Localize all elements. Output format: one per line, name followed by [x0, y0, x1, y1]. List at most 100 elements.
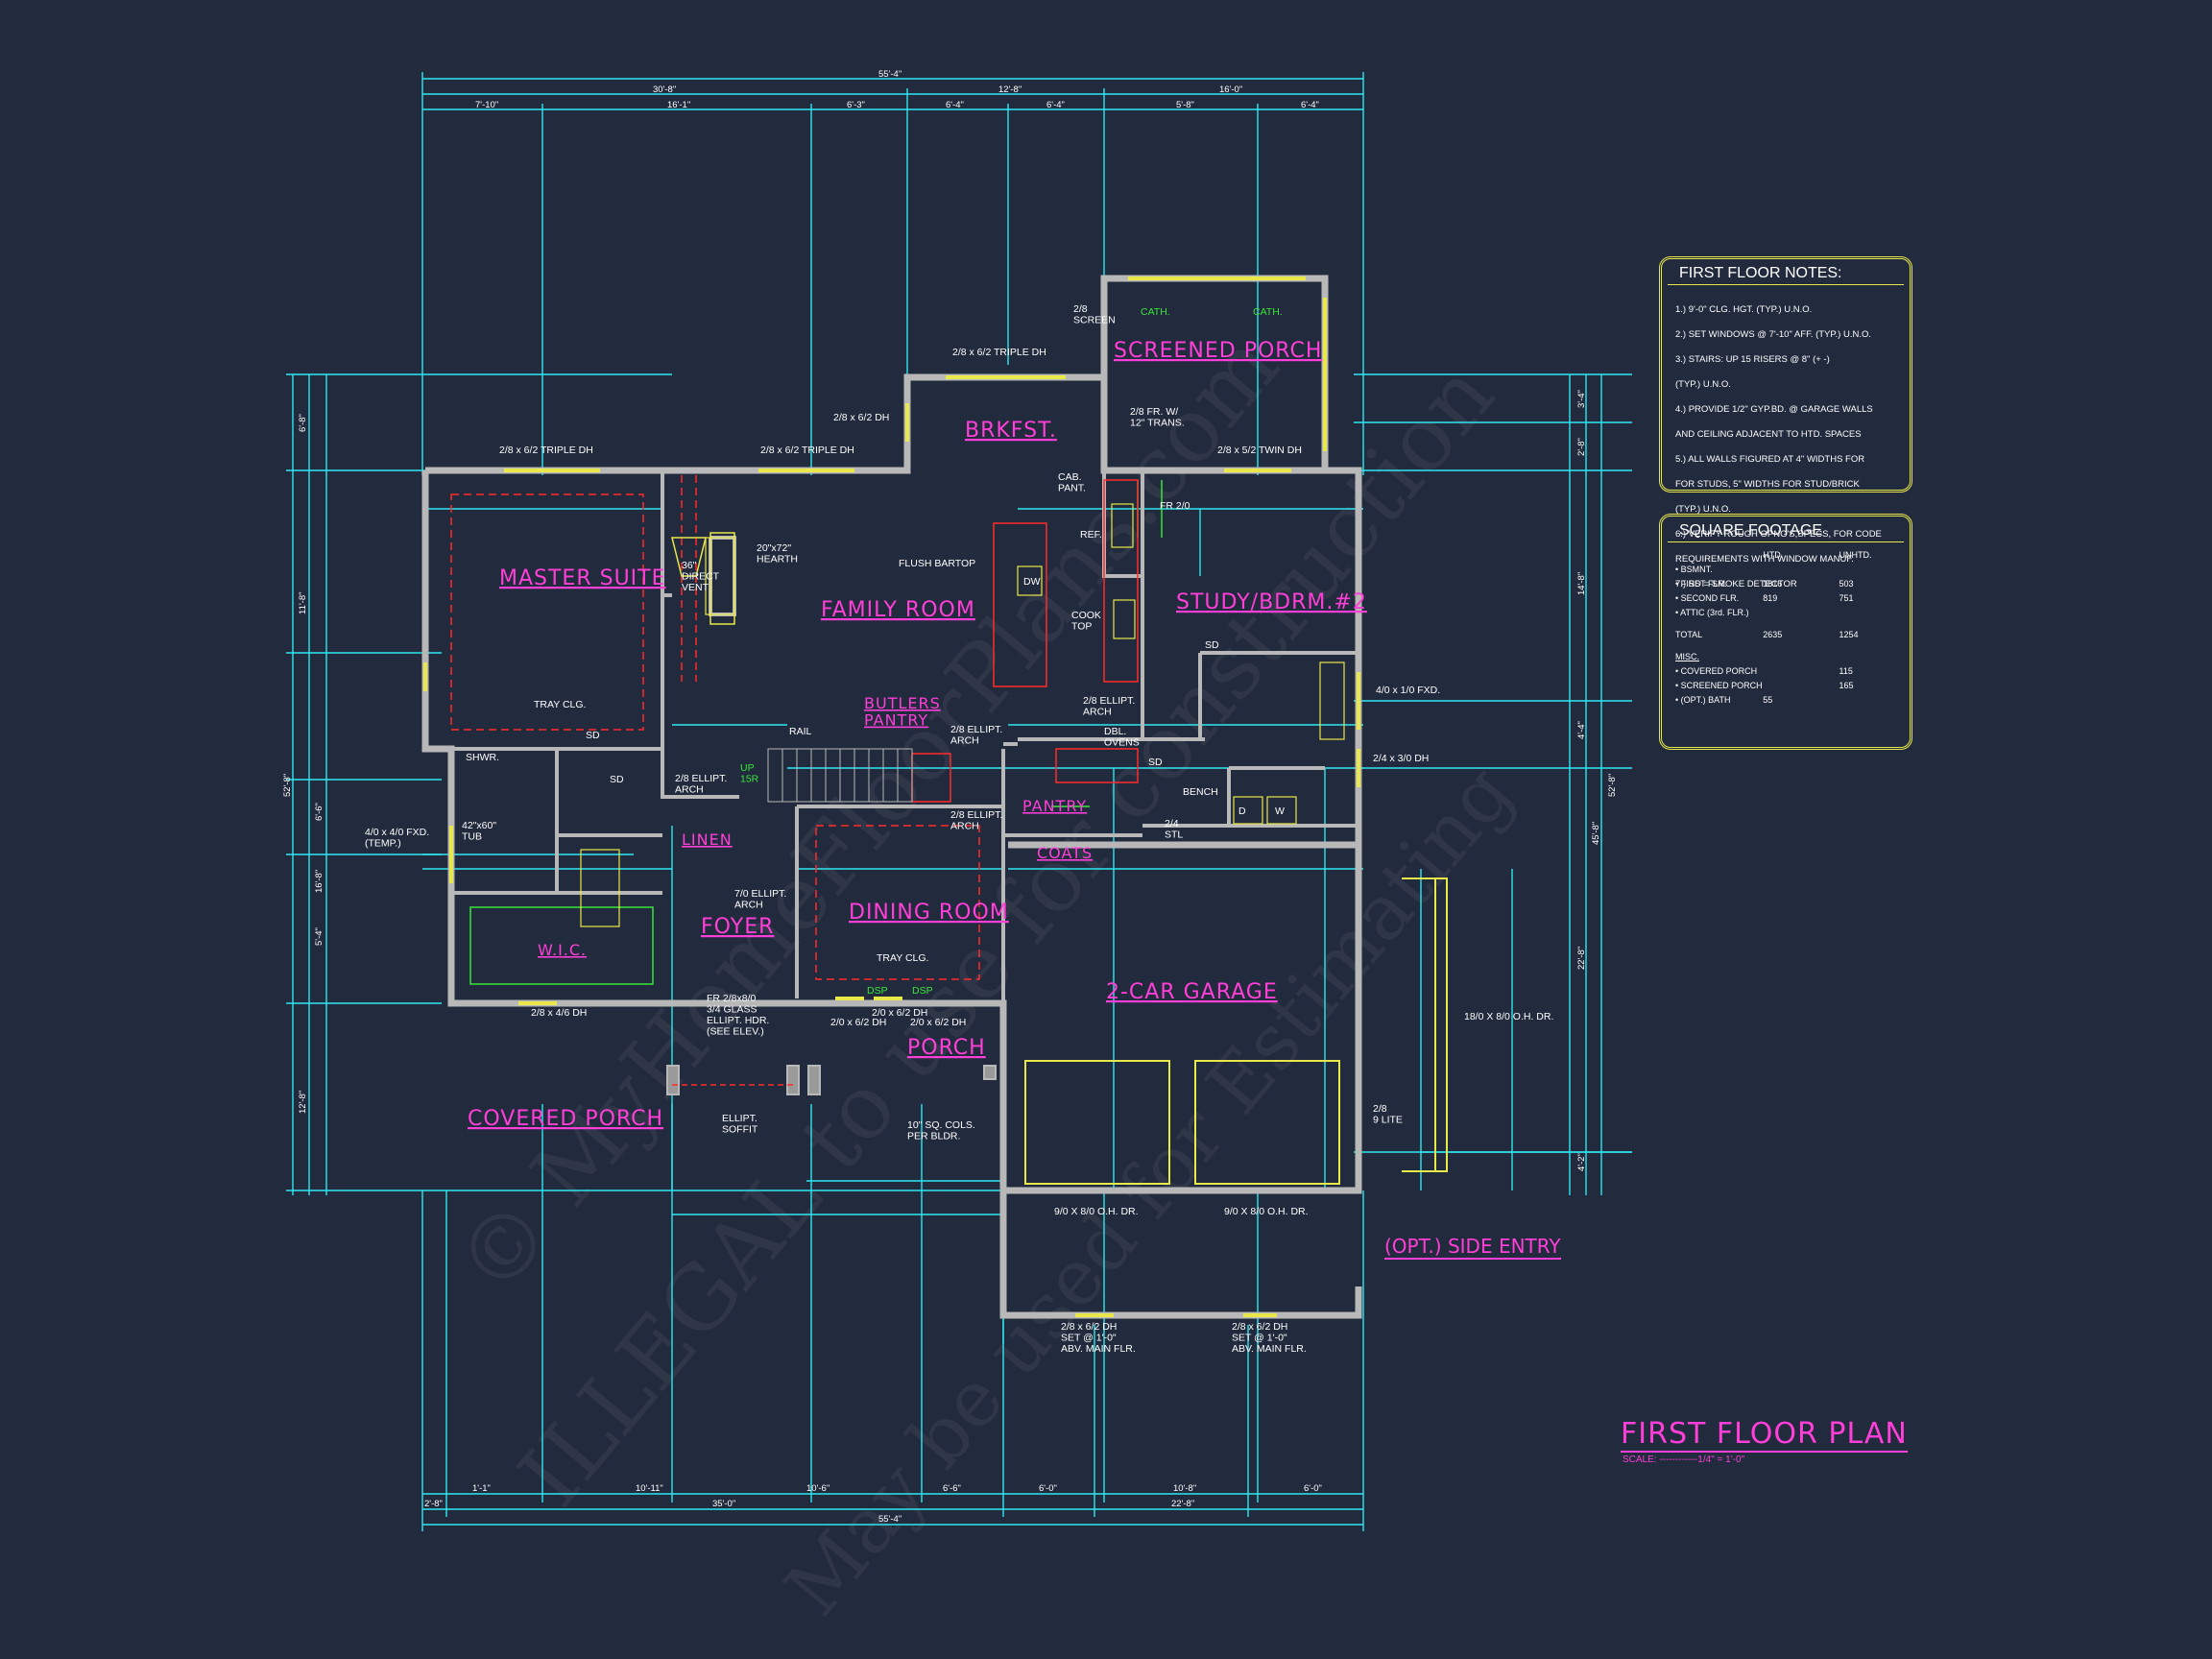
label-fr-2-0: FR 2/0 [1160, 500, 1190, 512]
label-garage-door-side: 18/0 X 8/0 O.H. DR. [1464, 1011, 1553, 1022]
room-labels: MASTER SUITE FAMILY ROOM BRKFST. SCREENE… [468, 339, 1367, 1131]
room-linen: LINEN [682, 830, 733, 849]
label-ellipt-arch-3: 2/8 ELLIPT.ARCH [1083, 695, 1135, 718]
dim-right-overall-2: 45'-8" [1591, 822, 1601, 845]
label-cath-1: CATH. [1141, 306, 1170, 318]
label-cath-2: CATH. [1253, 306, 1283, 318]
dim-left-4: 16'-8" [314, 870, 325, 893]
fireplace [671, 532, 735, 625]
dim-top-r2-6: 5'-8" [1176, 100, 1194, 110]
dim-bottom-2: 10'-11" [636, 1483, 663, 1494]
room-study: STUDY/BDRM.#2 [1176, 590, 1367, 614]
label-triple-dh-2: 2/8 x 6/2 TRIPLE DH [760, 445, 854, 456]
room-pantry: PANTRY [1022, 797, 1087, 815]
notes-list: 1.) 9'-0" CLG. HGT. (TYP.) U.N.O. 2.) SE… [1662, 285, 1910, 609]
room-dining: DINING ROOM [849, 901, 1009, 925]
label-ellipt-arch-5: 7/0 ELLIPT.ARCH [734, 888, 786, 911]
drawing-title: FIRST FLOOR PLAN [1621, 1417, 1908, 1453]
label-tray-clg-2: TRAY CLG. [877, 952, 928, 964]
exterior-walls [421, 275, 1362, 1319]
label-sd-4: SD [610, 774, 624, 785]
interior-walls [425, 470, 1358, 1003]
dim-top-r2-3: 6'-3" [847, 100, 865, 110]
dim-right-3: 14'-8" [1576, 572, 1587, 595]
sqft-row: MISC. [1675, 652, 1700, 661]
note-item: 2.) SET WINDOWS @ 7'-10" AFF. (TYP.) U.N… [1675, 329, 1871, 340]
label-dh-porch-3: 2/0 x 6/2 DH [910, 1017, 966, 1028]
label-triple-dh-1: 2/8 x 6/2 TRIPLE DH [499, 445, 593, 456]
label-sd-3: SD [586, 730, 600, 741]
label-cab-pant: CAB.PANT. [1058, 471, 1086, 494]
label-dbl-ovens: DBL.OVENS [1104, 726, 1140, 749]
room-family-room: FAMILY ROOM [821, 598, 975, 622]
label-garage-door-1: 9/0 X 8/0 O.H. DR. [1054, 1206, 1139, 1217]
label-rail: RAIL [789, 726, 812, 737]
label-tub: 42"x60"TUB [462, 820, 496, 843]
first-floor-notes-panel: FIRST FLOOR NOTES: 1.) 9'-0" CLG. HGT. (… [1659, 256, 1912, 589]
dimension-lines [286, 72, 1632, 1531]
label-dh-wic: 2/8 x 4/6 DH [531, 1007, 587, 1019]
stair [767, 748, 913, 803]
label-fr-trans: 2/8 FR. W/12" TRANS. [1130, 406, 1185, 429]
room-master-suite: MASTER SUITE [499, 566, 666, 590]
sqft-row: • ATTIC (3rd. FLR.) [1675, 608, 1749, 617]
dim-right-2: 2'-8" [1576, 438, 1587, 456]
dim-top-1: 30'-8" [653, 84, 676, 95]
label-shwr: SHWR. [466, 752, 499, 763]
annotations: 2/8 x 6/2 TRIPLE DH 2/8 x 6/2 TRIPLE DH … [365, 303, 1553, 1355]
label-dh-porch-1: 2/0 x 6/2 DH [872, 1007, 927, 1019]
dim-top-r2-1: 7'-10" [475, 100, 498, 110]
note-item: 4.) PROVIDE 1/2" GYP.BD. @ GARAGE WALLS [1675, 404, 1873, 415]
dim-bottom-r2-3: 22'-8" [1171, 1499, 1194, 1509]
room-wic: W.I.C. [538, 941, 587, 959]
note-item: REQUIREMENTS WITH WINDOW MANUF. [1675, 554, 1854, 565]
dim-overall-top: 55'-4" [878, 69, 902, 80]
label-twin-dh: 2/8 x 5/2 TWIN DH [1217, 445, 1302, 456]
room-garage: 2-CAR GARAGE [1106, 980, 1278, 1004]
note-item: 3.) STAIRS: UP 15 RISERS @ 8" (+ -) [1675, 354, 1830, 365]
dim-right-overall: 52'-8" [1607, 774, 1618, 797]
square-footage-panel: SQUARE FOOTAGE HTD.UNHTD. • BSMNT. • FIR… [1659, 514, 1912, 750]
label-ellipt-arch-4: 2/8 ELLIPT.ARCH [950, 809, 1002, 832]
dim-bottom-7: 6'-0" [1304, 1483, 1322, 1494]
dim-left-2: 11'-8" [298, 592, 308, 615]
dim-bottom-1: 1'-1" [472, 1483, 491, 1494]
label-sd-2: SD [1148, 757, 1163, 768]
sqft-head: HTD.UNHTD. [1763, 550, 1872, 560]
dim-right-6: 4'-2" [1576, 1153, 1587, 1171]
label-triple-dh-3: 2/8 x 6/2 TRIPLE DH [952, 347, 1046, 358]
label-sq-cols: 10" SQ. COLS.PER BLDR. [907, 1119, 975, 1142]
dimension-text: 55'-4" 30'-8" 12'-8" 16'-0" 7'-10" 16'-1… [282, 69, 1618, 1525]
side-entry-label: (OPT.) SIDE ENTRY [1384, 1235, 1561, 1260]
porch-columns [666, 1065, 997, 1095]
room-screened-porch: SCREENED PORCH [1114, 339, 1322, 363]
dim-overall-bottom: 55'-4" [878, 1514, 902, 1525]
room-coats: COATS [1037, 844, 1093, 862]
label-hearth: 20"x72"HEARTH [757, 542, 798, 565]
label-dw: DW [1023, 576, 1041, 588]
dim-top-r2-5: 6'-4" [1046, 100, 1065, 110]
label-ellipt-arch-2: 2/8 ELLIPT.ARCH [950, 724, 1002, 747]
dim-bottom-4: 6'-6" [943, 1483, 961, 1494]
label-sd-1: SD [1205, 639, 1219, 651]
garage-doors [1024, 878, 1448, 1185]
label-ellipt-soffit: ELLIPT.SOFFIT [722, 1113, 758, 1136]
label-fxd-window: 4/0 x 4/0 FXD.(TEMP.) [365, 827, 429, 850]
dim-top-2: 12'-8" [998, 84, 1022, 95]
dim-top-r2-4: 6'-4" [946, 100, 964, 110]
dim-left-1: 6'-8" [298, 414, 308, 432]
dim-left-overall: 52'-8" [282, 774, 293, 797]
windows [423, 276, 1360, 1317]
label-flush-bartop: FLUSH BARTOP [899, 558, 975, 569]
